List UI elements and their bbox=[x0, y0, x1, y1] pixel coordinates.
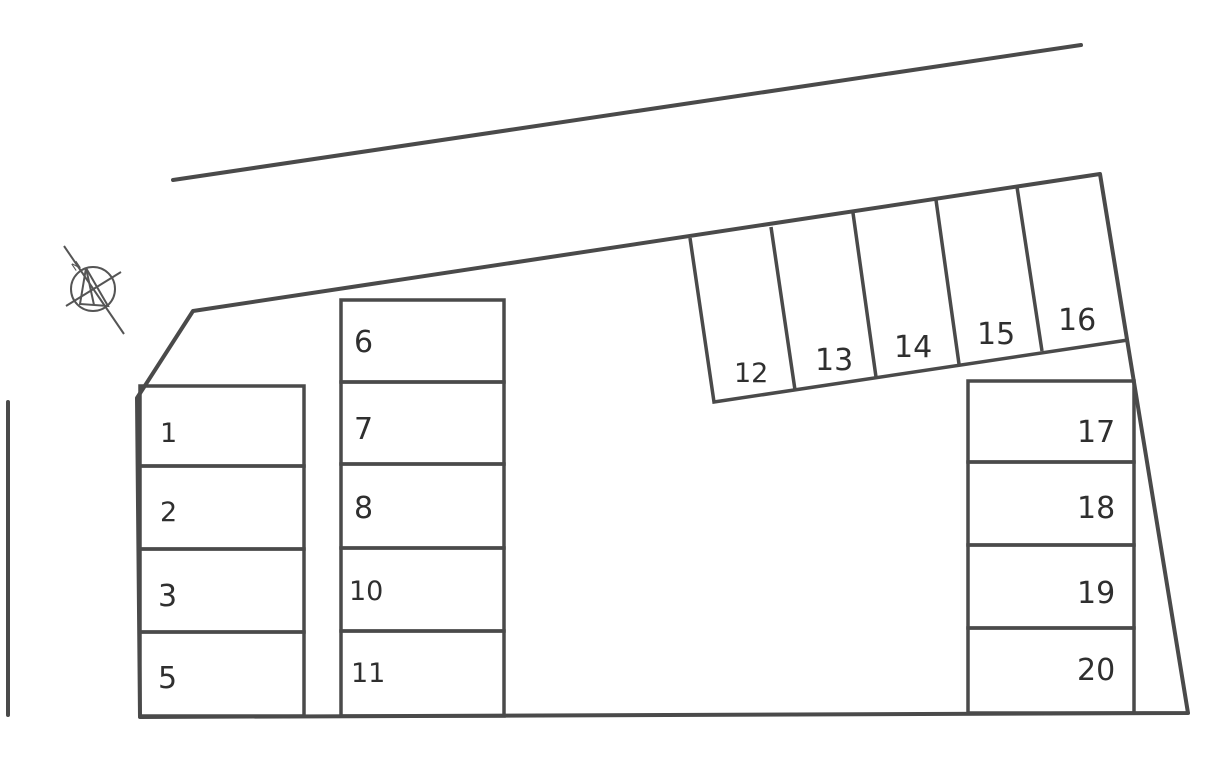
lot-boundary bbox=[135, 172, 1190, 719]
space-label-15: 15 bbox=[977, 317, 1015, 352]
road-line-top bbox=[171, 43, 1083, 182]
space-5 bbox=[138, 630, 306, 718]
space-label-18: 18 bbox=[1077, 491, 1115, 526]
space-label-5: 5 bbox=[158, 661, 177, 696]
space-label-10: 10 bbox=[349, 576, 383, 607]
left-column-spaces bbox=[138, 384, 306, 718]
space-label-11: 11 bbox=[351, 658, 385, 689]
space-12-13-divider bbox=[769, 226, 797, 391]
space-label-20: 20 bbox=[1077, 653, 1115, 688]
top-row-spaces bbox=[688, 186, 1129, 404]
north-compass-icon: N bbox=[63, 245, 125, 335]
right-column-spaces bbox=[966, 379, 1136, 715]
space-label-19: 19 bbox=[1077, 576, 1115, 611]
space-label-12: 12 bbox=[734, 358, 768, 389]
space-label-13: 13 bbox=[815, 343, 853, 378]
space-label-1: 1 bbox=[160, 418, 177, 449]
top-row-outline bbox=[688, 237, 1129, 404]
space-label-7: 7 bbox=[354, 412, 373, 447]
space-label-3: 3 bbox=[158, 579, 177, 614]
space-20 bbox=[966, 626, 1136, 715]
space-label-2: 2 bbox=[160, 497, 177, 528]
space-14-15-divider bbox=[934, 199, 961, 365]
space-label-6: 6 bbox=[354, 325, 373, 360]
space-15-16-divider bbox=[1015, 186, 1044, 352]
space-label-17: 17 bbox=[1077, 415, 1115, 450]
space-13-14-divider bbox=[851, 212, 878, 378]
space-label-16: 16 bbox=[1058, 303, 1096, 338]
middle-column-spaces bbox=[339, 298, 506, 718]
space-11 bbox=[339, 629, 506, 718]
space-label-8: 8 bbox=[354, 491, 373, 526]
space-label-14: 14 bbox=[894, 330, 932, 365]
